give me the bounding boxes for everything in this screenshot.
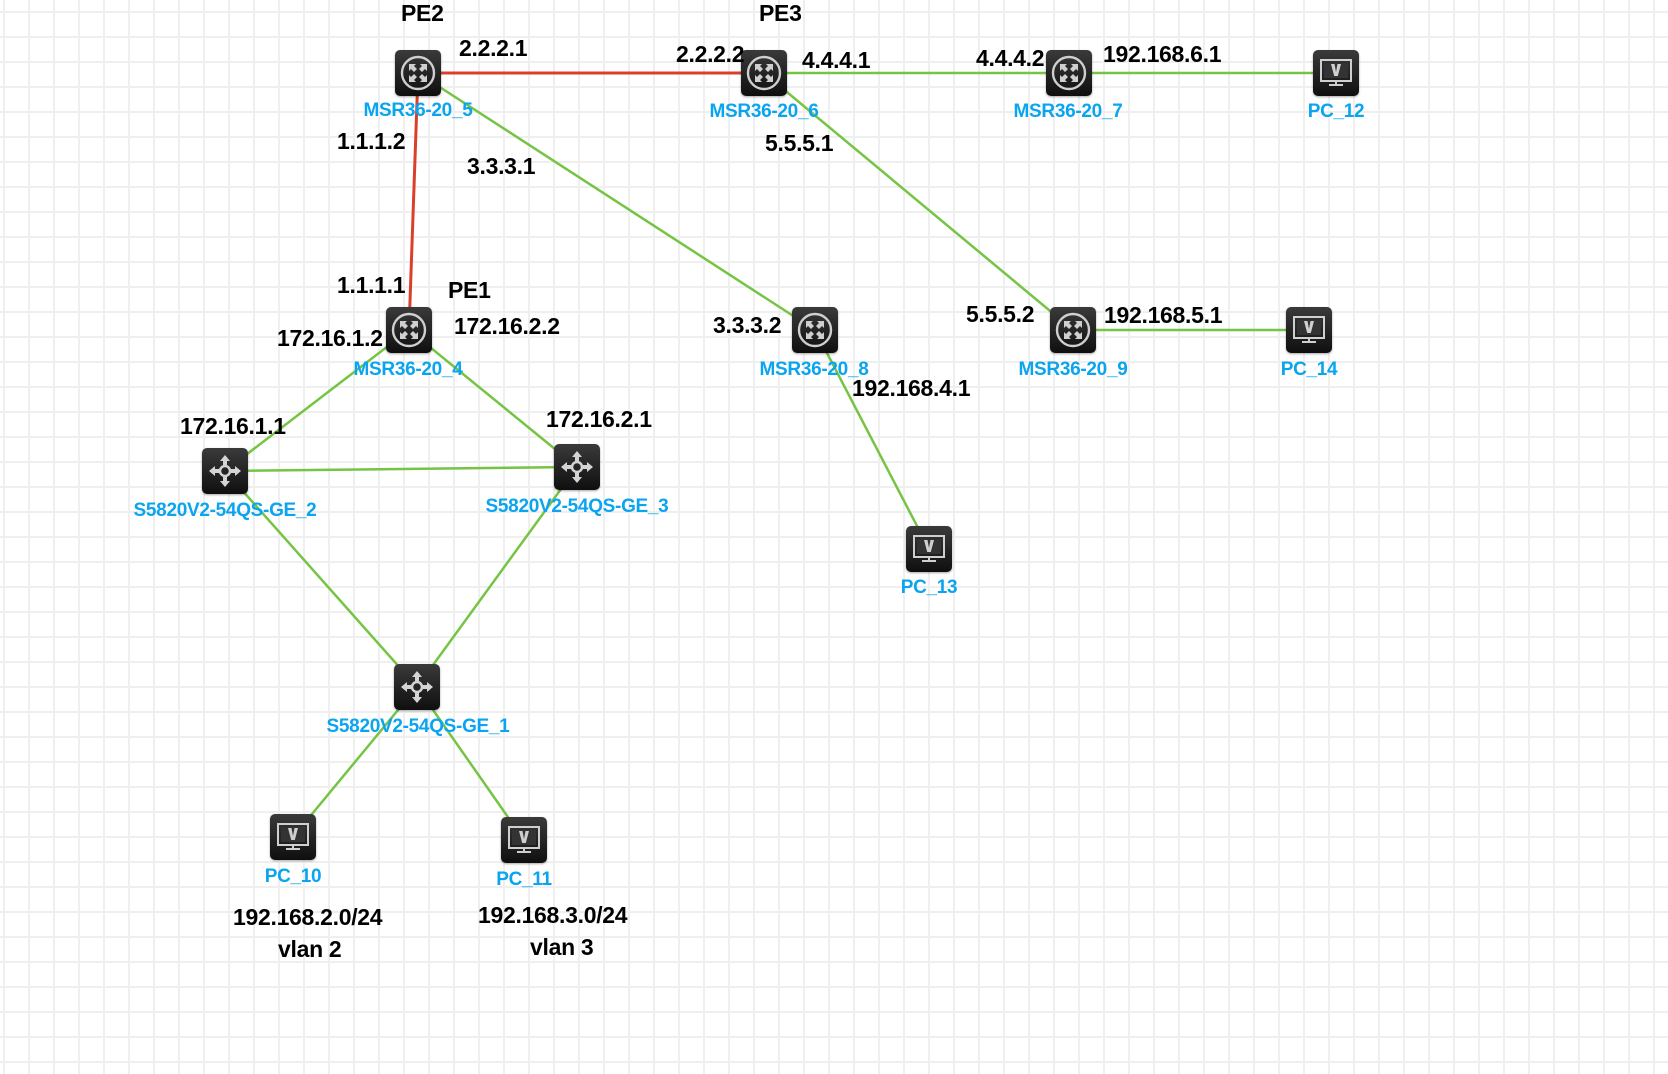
subnet-label-vlan3: 192.168.3.0/24 xyxy=(478,902,628,928)
device-label-msr36-20-4: MSR36-20_4 xyxy=(353,359,463,380)
switch-s5820v2-3[interactable] xyxy=(554,444,600,490)
pc-monitor-icon xyxy=(909,529,949,569)
device-label-pc-13: PC_13 xyxy=(900,577,958,598)
router-msr36-20-7[interactable] xyxy=(1046,50,1092,96)
link-msr8-pc13[interactable] xyxy=(813,329,931,550)
pc-11[interactable] xyxy=(501,817,547,863)
l3-switch-icon xyxy=(557,447,597,487)
link-sw1-pc11[interactable] xyxy=(415,686,526,841)
pc-14[interactable] xyxy=(1286,307,1332,353)
ip-label-1-1-1-1: 1.1.1.1 xyxy=(337,272,406,298)
router-icon xyxy=(744,53,784,93)
ip-label-3-3-3-2: 3.3.3.2 xyxy=(713,312,782,338)
router-icon xyxy=(389,310,429,350)
ip-label-1-1-1-2: 1.1.1.2 xyxy=(337,128,406,154)
device-label-msr36-20-6: MSR36-20_6 xyxy=(709,101,819,122)
ip-label-4-4-4-1: 4.4.4.1 xyxy=(802,47,871,73)
link-msr5-msr4[interactable] xyxy=(407,72,420,331)
device-label-pc-12: PC_12 xyxy=(1307,101,1365,122)
router-msr36-20-8[interactable] xyxy=(792,307,838,353)
link-msr4-sw2[interactable] xyxy=(224,329,410,472)
link-sw1-pc10[interactable] xyxy=(292,686,418,838)
router-icon xyxy=(398,53,438,93)
ip-label-172-16-1-2: 172.16.1.2 xyxy=(277,325,383,351)
pc-12[interactable] xyxy=(1313,50,1359,96)
switch-s5820v2-1[interactable] xyxy=(394,664,440,710)
router-icon xyxy=(1053,310,1093,350)
router-msr36-20-9[interactable] xyxy=(1050,307,1096,353)
link-sw3-sw1[interactable] xyxy=(415,466,579,688)
ip-label-5-5-5-2: 5.5.5.2 xyxy=(966,301,1035,327)
router-msr36-20-5[interactable] xyxy=(395,50,441,96)
device-label-s5820v2-2: S5820V2-54QS-GE_2 xyxy=(133,500,317,521)
device-label-s5820v2-1: S5820V2-54QS-GE_1 xyxy=(326,716,510,737)
link-msr6-msr9[interactable] xyxy=(763,72,1074,331)
ip-label-4-4-4-2: 4.4.4.2 xyxy=(976,45,1045,71)
router-icon xyxy=(795,310,835,350)
role-label-pe1: PE1 xyxy=(448,277,491,303)
ip-label-172-16-1-1: 172.16.1.1 xyxy=(180,413,286,439)
l3-switch-icon xyxy=(397,667,437,707)
ip-label-5-5-5-1: 5.5.5.1 xyxy=(765,130,834,156)
ip-label-2-2-2-1: 2.2.2.1 xyxy=(459,35,528,61)
device-label-msr36-20-7: MSR36-20_7 xyxy=(1013,101,1123,122)
device-label-s5820v2-3: S5820V2-54QS-GE_3 xyxy=(485,496,669,517)
ip-label-172-16-2-2: 172.16.2.2 xyxy=(454,313,560,339)
link-msr5-msr8[interactable] xyxy=(417,71,816,332)
ip-label-172-16-2-1: 172.16.2.1 xyxy=(546,406,652,432)
role-label-pe2: PE2 xyxy=(401,0,444,26)
link-sw2-sw1[interactable] xyxy=(224,470,418,688)
vlan-label-vlan3: vlan 3 xyxy=(530,934,594,960)
vlan-label-vlan2: vlan 2 xyxy=(278,936,342,962)
ip-label-192-168-6-1: 192.168.6.1 xyxy=(1103,41,1222,67)
pc-monitor-icon xyxy=(1316,53,1356,93)
link-msr4-sw3[interactable] xyxy=(408,329,578,468)
device-label-pc-14: PC_14 xyxy=(1280,359,1338,380)
device-label-msr36-20-9: MSR36-20_9 xyxy=(1018,359,1128,380)
pc-10[interactable] xyxy=(270,814,316,860)
pc-monitor-icon xyxy=(504,820,544,860)
ip-label-192-168-4-1: 192.168.4.1 xyxy=(852,375,971,401)
switch-s5820v2-2[interactable] xyxy=(202,448,248,494)
ip-label-3-3-3-1: 3.3.3.1 xyxy=(467,153,536,179)
pc-monitor-icon xyxy=(273,817,313,857)
router-icon xyxy=(1049,53,1089,93)
link-sw2-sw3[interactable] xyxy=(224,465,578,473)
pc-monitor-icon xyxy=(1289,310,1329,350)
router-msr36-20-4[interactable] xyxy=(386,307,432,353)
ip-label-192-168-5-1: 192.168.5.1 xyxy=(1104,302,1223,328)
device-label-pc-11: PC_11 xyxy=(496,869,552,890)
l3-switch-icon xyxy=(205,451,245,491)
ip-label-2-2-2-2: 2.2.2.2 xyxy=(676,41,745,67)
subnet-label-vlan2: 192.168.2.0/24 xyxy=(233,904,383,930)
device-label-msr36-20-5: MSR36-20_5 xyxy=(363,100,473,121)
role-label-pe3: PE3 xyxy=(759,0,802,26)
device-label-msr36-20-8: MSR36-20_8 xyxy=(759,359,869,380)
pc-13[interactable] xyxy=(906,526,952,572)
router-msr36-20-6[interactable] xyxy=(741,50,787,96)
device-label-pc-10: PC_10 xyxy=(264,866,322,887)
